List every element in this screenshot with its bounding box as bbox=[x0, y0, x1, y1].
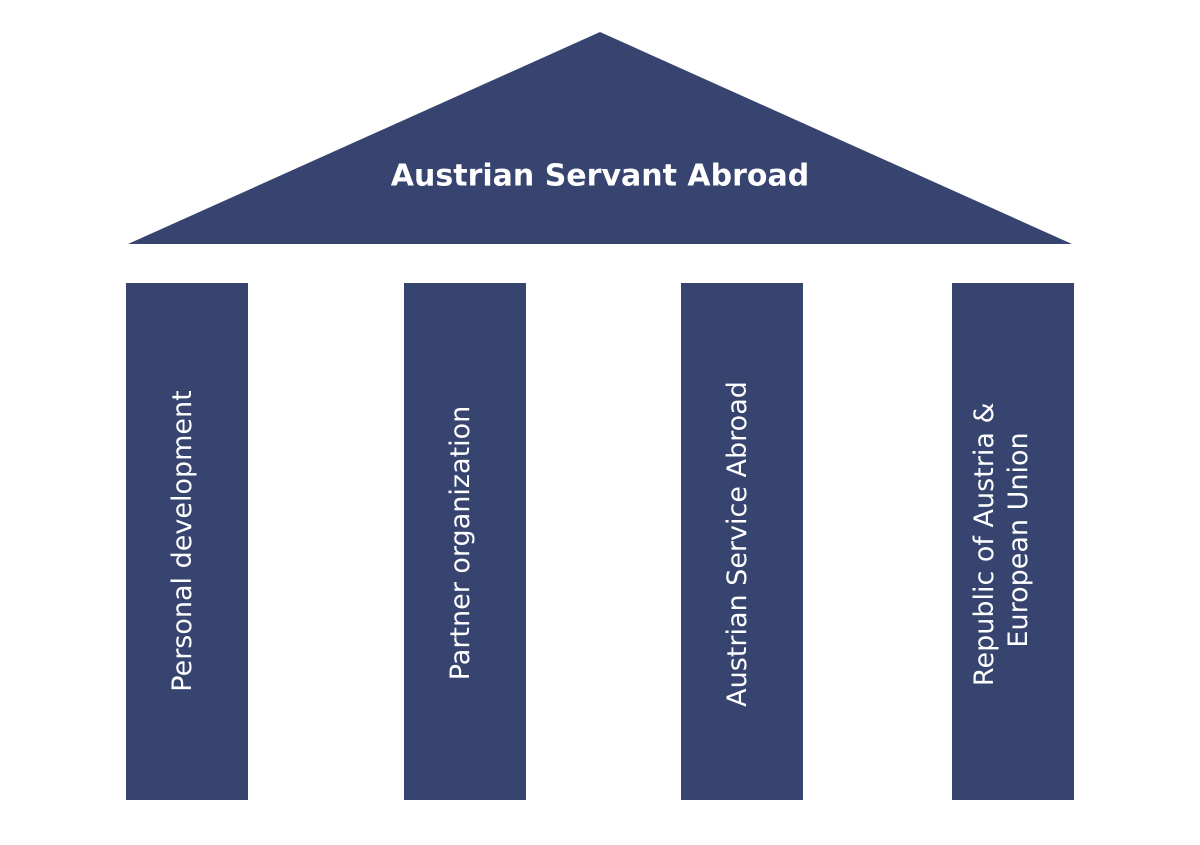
pillar-republic-of-austria-eu: Republic of Austria & European Union bbox=[952, 283, 1074, 800]
roof-triangle bbox=[128, 32, 1072, 244]
pillar-label-line: Partner organization bbox=[445, 406, 476, 681]
pillar-label: Austrian Service Abroad bbox=[722, 381, 753, 707]
pillar-label-line: Personal development bbox=[167, 390, 198, 691]
pillar-partner-organization: Partner organization bbox=[404, 283, 526, 800]
pillar-column bbox=[681, 283, 803, 800]
roof-label: Austrian Servant Abroad bbox=[391, 159, 809, 194]
pillar-column bbox=[126, 283, 248, 800]
pillar-label-line: European Union bbox=[1003, 432, 1034, 647]
pillar-austrian-service-abroad: Austrian Service Abroad bbox=[681, 283, 803, 800]
pillar-label: Personal development bbox=[167, 390, 198, 691]
pillar-column bbox=[952, 283, 1074, 800]
pillar-label-line: Austrian Service Abroad bbox=[722, 381, 753, 707]
pillar-label: Republic of Austria & European Union bbox=[969, 394, 1034, 686]
roof: Austrian Servant Abroad bbox=[128, 32, 1072, 244]
pillar-label: Partner organization bbox=[445, 406, 476, 681]
pillar-personal-development: Personal development bbox=[126, 283, 248, 800]
pillar-column bbox=[404, 283, 526, 800]
pillar-label-line: Republic of Austria & bbox=[969, 402, 1000, 686]
